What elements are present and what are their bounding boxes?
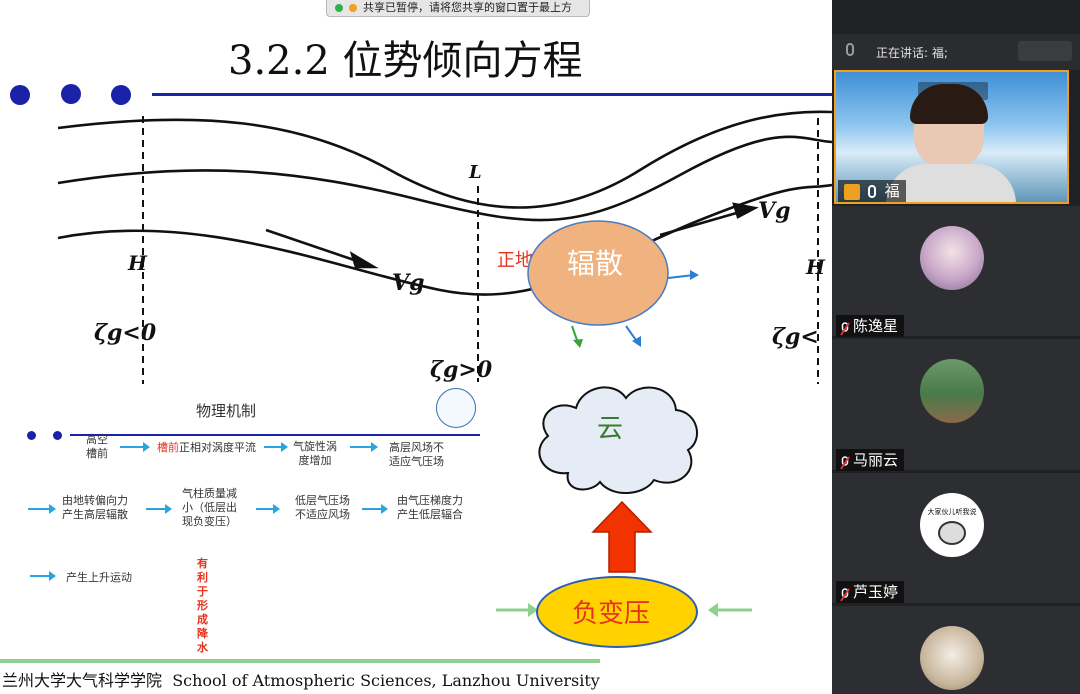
speaker-body: [886, 164, 1016, 202]
flow-arrow: [256, 504, 280, 514]
divergence-ellipse: [527, 220, 669, 326]
share-paused-icon: [349, 4, 357, 12]
mechanism-divider: [70, 434, 480, 436]
flow-arrow: [30, 571, 56, 581]
active-speaker-tile[interactable]: 福: [834, 70, 1069, 204]
mechanism-step: 气旋性涡 度增加: [293, 440, 337, 467]
mic-active-icon: [867, 185, 876, 198]
participant-name-tag: 马丽云: [836, 449, 905, 471]
footer-bar: [0, 659, 600, 663]
flow-arrowhead-right: [732, 202, 759, 219]
flow-arrow: [362, 504, 388, 514]
divergence-arrow: [667, 274, 695, 279]
cloud-shape: [538, 386, 698, 495]
mechanism-step: 槽前正相对涡度平流: [157, 441, 256, 454]
trough-ridge-diagram: H L H Vg Vg ζg<0 ζg>0 ζg< 正地 辐散: [57, 110, 832, 384]
meme-avatar: 大家伙儿听我说: [920, 493, 984, 557]
flow-arrow: [264, 442, 288, 452]
participant-tile[interactable]: 大家伙儿听我说 芦玉婷: [832, 473, 1080, 603]
flow-arrow: [146, 504, 172, 514]
bullet-dot: [111, 85, 131, 105]
participant-name-tag: 陈逸星: [836, 315, 905, 337]
updraft-arrow: [591, 500, 653, 573]
bullet-dot-small: [53, 431, 62, 440]
participant-tile[interactable]: [832, 606, 1080, 694]
streamline-top: [57, 110, 832, 209]
photo-avatar: [920, 359, 984, 423]
mic-muted-icon: [840, 454, 850, 469]
mechanism-lead: 高空 槽前: [86, 433, 108, 460]
mechanism-step: 由地转偏向力 产生高层辐散: [62, 494, 128, 521]
vorticity-label-right: ζg<: [772, 324, 819, 350]
user-icon: [844, 183, 860, 200]
wind-label-right: Vg: [758, 198, 790, 224]
participant-tile[interactable]: 陈逸星: [832, 206, 1080, 337]
flow-arrow: [28, 504, 56, 514]
anime-avatar: [920, 226, 984, 290]
vorticity-label-center: ζg>0: [430, 357, 493, 383]
participant-panel: 正在讲话: 福; 福 陈逸星 马丽云 大家伙儿听我说 芦玉婷: [832, 0, 1080, 694]
participant-name-tag: 芦玉婷: [836, 581, 905, 603]
flow-arrow-right: [659, 210, 741, 237]
speaking-indicator-bar: 正在讲话: 福;: [832, 34, 1080, 70]
shared-slide: 3.2.2 位势倾向方程 H L H Vg Vg ζg<0 ζg>: [0, 38, 832, 690]
streamline-bottom: [57, 183, 832, 296]
mechanism-heading: 物理机制: [196, 402, 257, 420]
mic-muted-icon: [840, 586, 850, 601]
flow-arrow: [350, 442, 378, 452]
divergence-label: 辐散: [567, 247, 623, 280]
bullet-dot: [61, 84, 81, 104]
mechanism-step: 产生上升运动: [66, 571, 132, 584]
title-underline: [152, 93, 832, 96]
share-paused-banner: 共享已暂停，请将您共享的窗口置于最上方: [326, 0, 590, 17]
footer-text: 兰州大学大气科学学院 School of Atmospheric Science…: [2, 671, 600, 690]
mic-muted-icon: [840, 320, 850, 335]
bullet-dot-small: [27, 431, 36, 440]
mic-icon: [846, 43, 854, 56]
streamline-middle: [57, 135, 832, 222]
flow-arrow-left: [265, 228, 361, 264]
negative-tendency-ellipse: [536, 576, 698, 648]
high-label-right: H: [805, 255, 826, 279]
share-status-icon: [335, 4, 343, 12]
low-label: L: [468, 162, 482, 183]
red-overlay-text: 正地: [497, 250, 533, 271]
negative-tendency-label: 负变压: [572, 599, 651, 629]
mechanism-step: 气柱质量减 小（低层出 现负变压）: [182, 487, 237, 528]
vorticity-label-left: ζg<0: [94, 320, 157, 346]
flow-arrowhead-left: [349, 251, 379, 269]
speaker-name-tag: 福: [838, 180, 906, 202]
speaker-hair: [910, 84, 988, 124]
participant-tile[interactable]: 马丽云: [832, 339, 1080, 471]
view-toggle-icon[interactable]: [1018, 41, 1072, 61]
bullet-dot: [10, 85, 30, 105]
flow-arrow: [120, 442, 150, 452]
mechanism-step: 低层气压场 不适应风场: [295, 494, 350, 521]
mechanism-result: 有 利 于 形 成 降 水: [197, 557, 208, 654]
wind-label-left: Vg: [392, 270, 424, 296]
speaking-label: 正在讲话: 福;: [876, 46, 948, 60]
slide-title: 3.2.2 位势倾向方程: [228, 38, 583, 84]
convergence-arrows: [496, 603, 752, 617]
mechanism-logo: [436, 388, 476, 428]
cloud-label: 云: [597, 414, 624, 444]
cat-avatar: [920, 626, 984, 690]
mechanism-step: 由气压梯度力 产生低层辐合: [397, 494, 463, 521]
high-label-left: H: [127, 251, 148, 275]
mechanism-step: 高层风场不 适应气压场: [389, 441, 444, 468]
